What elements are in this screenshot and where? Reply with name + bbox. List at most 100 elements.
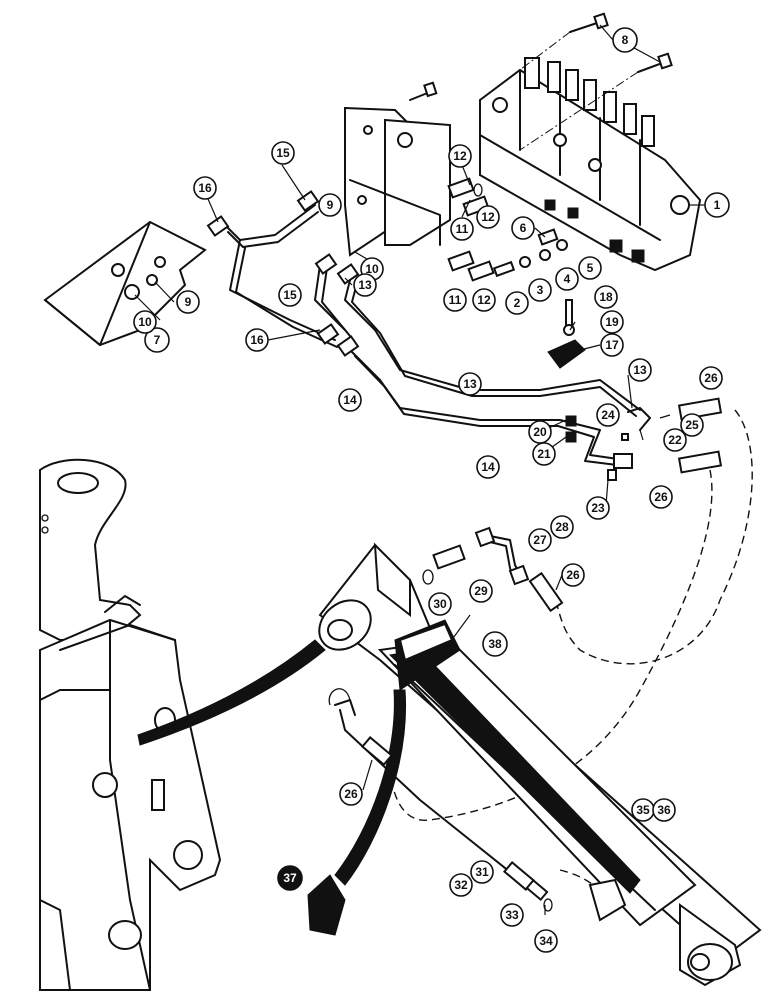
svg-text:26: 26	[654, 490, 668, 504]
svg-text:26: 26	[566, 568, 580, 582]
callout-17: 17	[600, 333, 624, 357]
tube-clamp	[547, 299, 586, 443]
callout-7: 7	[144, 327, 170, 353]
callout-13-b: 13	[458, 372, 482, 396]
callout-8: 8	[612, 27, 638, 53]
pivot-arrows	[137, 639, 407, 936]
svg-text:16: 16	[250, 333, 264, 347]
callout-16-a: 16	[193, 176, 217, 200]
callout-27: 27	[528, 528, 552, 552]
callout-14-a: 14	[338, 388, 362, 412]
svg-text:2: 2	[514, 296, 521, 310]
svg-text:38: 38	[488, 637, 502, 651]
svg-text:37: 37	[283, 871, 297, 885]
svg-text:6: 6	[520, 221, 527, 235]
callout-5: 5	[578, 256, 602, 280]
valve-mounting-bracket	[344, 106, 451, 257]
svg-text:20: 20	[533, 425, 547, 439]
callout-13-c: 13	[628, 358, 652, 382]
callout-15-a: 15	[271, 141, 295, 165]
callout-1: 1	[704, 192, 730, 218]
callout-34: 34	[534, 929, 558, 953]
svg-text:19: 19	[605, 315, 619, 329]
callout-12-a: 12	[448, 144, 472, 168]
callout-33: 33	[500, 903, 524, 927]
callout-2: 2	[505, 291, 529, 315]
svg-text:16: 16	[198, 181, 212, 195]
svg-text:32: 32	[454, 878, 468, 892]
callout-24: 24	[596, 403, 620, 427]
callout-26-d: 26	[339, 782, 363, 806]
callout-28: 28	[550, 515, 574, 539]
callout-26-c: 26	[561, 563, 585, 587]
svg-text:30: 30	[433, 597, 447, 611]
svg-text:29: 29	[474, 584, 488, 598]
svg-text:36: 36	[657, 803, 671, 817]
callout-25: 25	[680, 413, 704, 437]
callout-36: 36	[652, 798, 676, 822]
svg-text:25: 25	[685, 418, 699, 432]
svg-text:12: 12	[477, 293, 491, 307]
hydraulic-cylinder	[318, 542, 762, 987]
callout-29: 29	[469, 579, 493, 603]
svg-text:22: 22	[668, 433, 682, 447]
callout-38: 38	[482, 631, 508, 657]
callout-21: 21	[532, 442, 556, 466]
callout-19: 19	[600, 310, 624, 334]
svg-text:13: 13	[463, 377, 477, 391]
svg-text:11: 11	[456, 222, 469, 236]
callout-26-a: 26	[699, 366, 723, 390]
callout-37: 37	[277, 865, 303, 891]
svg-text:23: 23	[591, 501, 605, 515]
svg-text:34: 34	[539, 934, 553, 948]
callout-11-b: 11	[443, 288, 467, 312]
callout-6: 6	[511, 216, 535, 240]
svg-text:21: 21	[537, 447, 551, 461]
svg-text:7: 7	[154, 333, 161, 347]
svg-text:10: 10	[365, 262, 379, 276]
callout-14-b: 14	[476, 455, 500, 479]
steel-tubes	[206, 190, 641, 467]
svg-text:31: 31	[475, 865, 489, 879]
loader-arm	[39, 458, 222, 991]
valve-mounting-bolts	[409, 12, 673, 151]
svg-text:14: 14	[481, 460, 495, 474]
svg-text:5: 5	[587, 261, 594, 275]
svg-text:9: 9	[327, 198, 334, 212]
callout-32: 32	[449, 873, 473, 897]
callout-20: 20	[528, 420, 552, 444]
svg-text:3: 3	[537, 283, 544, 297]
svg-text:18: 18	[599, 290, 613, 304]
svg-text:27: 27	[533, 533, 547, 547]
svg-text:9: 9	[185, 295, 192, 309]
svg-text:10: 10	[138, 315, 152, 329]
svg-text:12: 12	[453, 149, 467, 163]
svg-text:13: 13	[358, 278, 372, 292]
callout-12-c: 12	[472, 288, 496, 312]
svg-text:12: 12	[481, 210, 495, 224]
svg-text:4: 4	[564, 272, 571, 286]
callout-9-a: 9	[176, 290, 200, 314]
callout-35: 35	[631, 798, 655, 822]
callout-18: 18	[594, 285, 618, 309]
svg-text:26: 26	[344, 787, 358, 801]
svg-text:8: 8	[622, 33, 629, 47]
svg-text:28: 28	[555, 520, 569, 534]
callout-13-a: 13	[353, 273, 377, 297]
svg-text:17: 17	[605, 338, 619, 352]
svg-text:14: 14	[343, 393, 357, 407]
callout-16-b: 16	[245, 328, 269, 352]
svg-text:1: 1	[714, 198, 721, 212]
callout-31: 31	[470, 860, 494, 884]
callout-3: 3	[528, 278, 552, 302]
svg-text:33: 33	[505, 908, 519, 922]
callout-15-b: 15	[278, 283, 302, 307]
svg-text:13: 13	[633, 363, 647, 377]
control-valve	[479, 57, 702, 272]
callout-26-b: 26	[649, 485, 673, 509]
callout-10-a: 10	[133, 310, 157, 334]
svg-text:26: 26	[704, 371, 718, 385]
svg-text:15: 15	[276, 146, 290, 160]
callout-9-b: 9	[318, 193, 342, 217]
